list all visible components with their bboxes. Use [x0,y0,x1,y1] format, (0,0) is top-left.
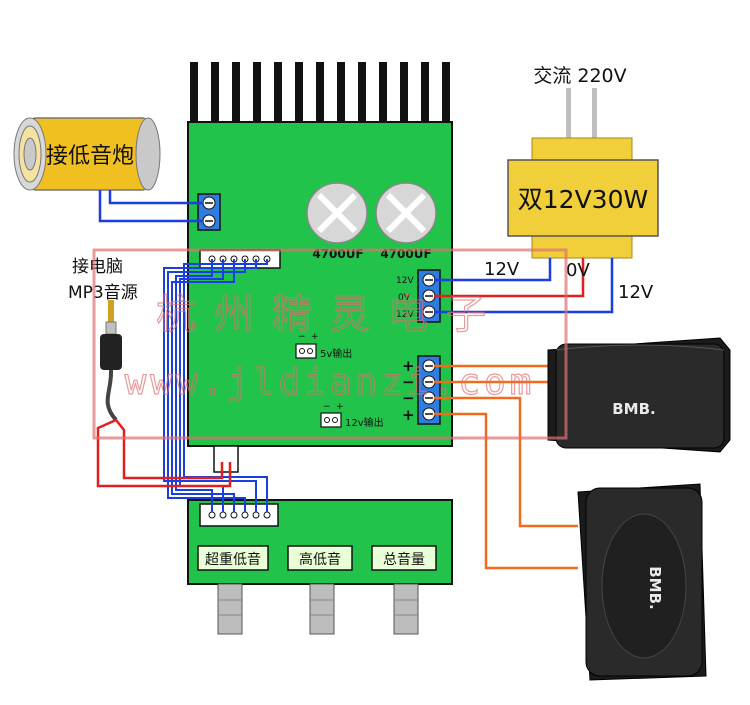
audio-input-socket [213,445,239,473]
power-pin-label-1: 12V [396,276,414,286]
speaker-terminal-sign-1: + [402,357,415,375]
ribbon-cable [163,259,268,512]
output-5v-label: 5v输出 [320,347,352,360]
capacitors: 4700UF 4700UF [306,182,437,261]
output-5v-minus: − [298,332,306,342]
wire-label-12v-left: 12V [484,259,520,280]
power-terminal: 12V 0V 12V [396,269,441,323]
watermark: 杭州精灵电子 www.jldianzi.com [92,248,568,440]
control-connector [199,503,279,527]
output-12v-label: 12v输出 [345,416,384,429]
watermark-url: www.jldianzi.com [125,362,536,403]
pc-source-label-1: 接电脑 [72,257,123,277]
power-pin-label-2: 0V [398,293,411,303]
output-5v-plus: + [311,332,319,342]
ac-input-label: 交流 220V [533,65,626,87]
control-label-volume: 总音量 [383,551,425,568]
wire-label-12v-right: 12V [618,282,654,303]
subwoofer-wires [98,190,202,223]
power-wires-12v [434,258,614,314]
pc-source-label-2: MP3音源 [68,283,138,303]
speaker-terminal-sign-4: + [402,406,415,424]
speaker-bottom: BMB. [577,483,707,681]
transformer-label: 双12V30W [518,185,648,214]
transformer: 交流 220V 双12V30W [507,65,659,259]
subwoofer-cable-end: 接低音炮 [13,117,161,191]
speaker-terminal-sign-3: − [402,389,415,407]
speaker-top: BMB. [547,337,731,453]
speaker-bottom-brand: BMB. [646,566,664,610]
speaker-wires [434,364,578,570]
speaker-terminal-sign-2: − [402,373,415,391]
watermark-company: 杭州精灵电子 [156,292,504,338]
control-label-treble: 高低音 [299,551,341,568]
output-12v-plus: + [336,402,344,412]
control-label-bass: 超重低音 [205,551,261,568]
output-12v-minus: − [323,402,331,412]
knob-shafts [217,583,419,635]
audio-input-wires [96,418,232,488]
output-12v: − + 12v输出 [320,402,384,429]
speaker-top-brand: BMB. [612,400,656,418]
subwoofer-label: 接低音炮 [46,144,134,169]
power-pin-label-3: 12V [396,310,414,320]
amplifier-board [187,121,453,447]
wire-label-0v: 0V [566,260,590,281]
output-5v: − + 5v输出 [295,332,352,360]
speaker-terminal: + − − + [402,355,441,425]
power-wire-0v [434,258,585,298]
subwoofer-terminal [197,193,221,231]
control-labels: 超重低音 高低音 总音量 [197,545,437,571]
audio-jack: 接电脑 MP3音源 [68,257,138,422]
